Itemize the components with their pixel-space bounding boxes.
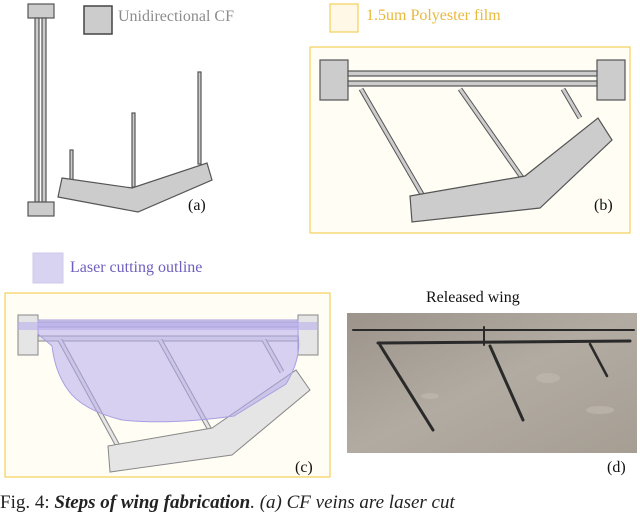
panel-b-label: (b) (594, 197, 613, 214)
spar-right-cap (297, 314, 319, 356)
caption-title: Steps of wing fabrication (54, 492, 251, 513)
panel-a-drawing (27, 3, 213, 217)
cf-legend-swatch (83, 5, 113, 35)
film-legend-swatch (329, 3, 359, 33)
laser-legend-swatch (32, 252, 64, 284)
spar-rod-2 (347, 80, 598, 87)
panel-c-drawing (17, 314, 319, 473)
laser-legend-label: Laser cutting outline (70, 259, 203, 276)
caption-prefix: Fig. 4: (0, 492, 55, 513)
trailing-edge-a (57, 162, 213, 213)
vein-a-1 (69, 149, 74, 183)
vein-b-1 (359, 88, 425, 197)
spar-rod-1 (34, 17, 40, 203)
vein-a-3 (197, 71, 202, 165)
panel-a-label: (a) (188, 197, 206, 214)
spar-top-cap (27, 3, 55, 19)
released-wing-photo (347, 313, 637, 453)
film-legend-label: 1.5um Polyester film (366, 7, 501, 24)
spar-left-cap (319, 59, 349, 101)
spar-rod-2 (41, 17, 47, 203)
laser-cut-outline-region (37, 319, 300, 423)
vein-b-3 (561, 88, 582, 119)
panel-d-title: Released wing (426, 289, 520, 306)
spar-right-cap (596, 59, 626, 101)
cf-legend-label: Unidirectional CF (118, 8, 234, 25)
vein-b-2 (458, 88, 527, 183)
panel-d-label: (d) (607, 459, 626, 476)
laser-cut-spar-strip (18, 322, 318, 330)
spar-bottom-cap (27, 201, 55, 217)
panel-b-drawing (319, 59, 626, 223)
spar-rod-1 (347, 70, 598, 77)
panel-c-label: (c) (295, 459, 313, 476)
figure-caption: Fig. 4: Steps of wing fabrication. (a) C… (0, 492, 640, 514)
photo-noise (421, 373, 614, 414)
caption-rest: . (a) CF veins are laser cut (250, 492, 455, 513)
released-wing-illustration (352, 326, 635, 432)
spar-left-cap (17, 314, 39, 356)
vein-a-2 (131, 112, 136, 188)
trailing-edge-b (409, 117, 613, 223)
